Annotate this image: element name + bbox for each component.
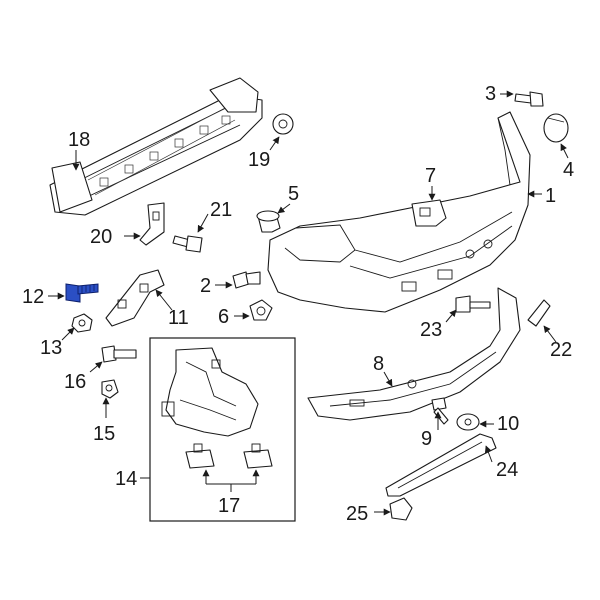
callout-2: 2 xyxy=(200,275,211,297)
retainer-part-6[interactable] xyxy=(249,299,273,321)
callout-17: 17 xyxy=(218,495,240,517)
clip-part-25[interactable] xyxy=(389,497,413,521)
callout-16: 16 xyxy=(64,371,86,393)
callout-18: 18 xyxy=(68,129,90,151)
callout-6: 6 xyxy=(218,306,229,328)
callout-14: 14 xyxy=(115,468,137,490)
cap-part-4[interactable] xyxy=(543,113,569,143)
bolt-part-23[interactable] xyxy=(455,295,491,313)
reflector-part-22[interactable] xyxy=(527,299,551,327)
pin-part-15[interactable] xyxy=(101,379,119,399)
bumper-cover-part[interactable] xyxy=(267,111,531,313)
screw-part-9[interactable] xyxy=(431,397,449,425)
bracket-part-7[interactable] xyxy=(411,199,447,227)
nut-part-19[interactable] xyxy=(272,113,294,135)
callout-23: 23 xyxy=(420,319,442,341)
callout-15: 15 xyxy=(93,423,115,445)
bolt-part-21[interactable] xyxy=(172,235,203,253)
callout-25: 25 xyxy=(346,503,368,525)
bracket-part-20[interactable] xyxy=(139,202,165,246)
callout-9: 9 xyxy=(421,428,432,450)
bracket-assembly-box[interactable] xyxy=(149,337,296,522)
callout-21: 21 xyxy=(210,199,232,221)
callout-5: 5 xyxy=(288,183,299,205)
side-bracket-part-11[interactable] xyxy=(105,269,165,327)
callout-13: 13 xyxy=(40,337,62,359)
nut-part-10[interactable] xyxy=(456,413,480,431)
callout-3: 3 xyxy=(485,83,496,105)
callout-19: 19 xyxy=(248,149,270,171)
callout-11: 11 xyxy=(168,307,189,329)
clip-part-5[interactable] xyxy=(256,210,281,233)
screw-part-2[interactable] xyxy=(232,271,261,289)
bolt-part-3[interactable] xyxy=(514,91,544,107)
lower-valance-part[interactable] xyxy=(307,287,521,421)
callout-10: 10 xyxy=(497,413,519,435)
callout-labels: 1 3 4 5 6 2 7 8 9 10 11 12 13 14 15 16 1… xyxy=(22,83,574,525)
callout-24: 24 xyxy=(496,459,518,481)
callout-8: 8 xyxy=(373,353,384,375)
leader-lines xyxy=(48,90,569,516)
callout-1: 1 xyxy=(545,185,556,207)
reinforcement-bar-part[interactable] xyxy=(49,77,263,216)
absorber-part-24[interactable] xyxy=(385,433,497,497)
bolt-part-12-highlighted[interactable] xyxy=(65,283,99,303)
callout-22: 22 xyxy=(550,339,572,361)
callout-7: 7 xyxy=(425,165,436,187)
callout-4: 4 xyxy=(563,159,574,181)
callout-12: 12 xyxy=(22,286,44,308)
nut-part-13[interactable] xyxy=(71,313,93,333)
callout-20: 20 xyxy=(90,226,112,248)
bolt-part-16[interactable] xyxy=(101,345,137,363)
